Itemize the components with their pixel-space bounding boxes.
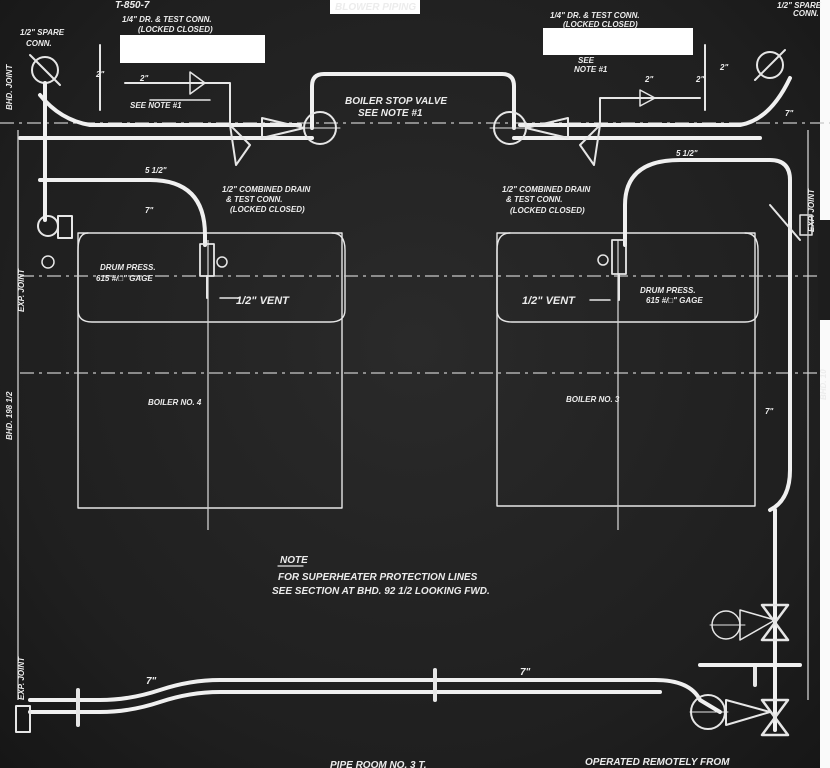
size-7-right-mid: 7" — [765, 407, 773, 416]
note-line-2: SEE SECTION AT BHD. 92 1/2 LOOKING FWD. — [272, 586, 490, 597]
stop-valve-left — [261, 111, 341, 145]
redaction-box-left — [120, 35, 265, 63]
size-7-bottom-mid: 7" — [520, 667, 531, 678]
size-2-c: 2" — [644, 75, 653, 84]
see-note-right-1: SEE — [578, 56, 595, 65]
drain-valve-left — [229, 124, 251, 166]
redaction-box-right — [543, 28, 693, 55]
vent-right — [589, 239, 627, 301]
remote-valves-right — [689, 508, 802, 737]
boiler-stop-valve-label: BOILER STOP VALVE — [345, 96, 447, 107]
combined-drain-left-3: (LOCKED CLOSED) — [230, 205, 305, 214]
small-line-left — [99, 44, 231, 126]
size-5-left: 5 1/2" — [145, 166, 167, 175]
boiler-3-label: BOILER NO. 3 — [566, 395, 620, 404]
note-title: NOTE — [280, 555, 308, 566]
blower-piping-label: BLOWER PIPING — [335, 2, 416, 13]
size-7-left-top: 7" — [145, 206, 153, 215]
bottom-left-caption: PIPE ROOM NO. 3 T. — [330, 760, 427, 768]
spare-conn-right-label-2: CONN. — [793, 9, 819, 18]
exp-joint-left-top-label: EXP. JOINT — [17, 268, 26, 312]
small-line-right — [599, 44, 706, 126]
dr-test-left-label: 1/4" DR. & TEST CONN. — [122, 15, 212, 24]
redaction-box-top — [330, 0, 420, 14]
size-7-right-top: 7" — [785, 109, 793, 118]
drum-press-right-1: DRUM PRESS. — [640, 286, 696, 295]
exp-joint-right — [769, 130, 813, 700]
exp-joint-left — [17, 130, 73, 700]
drum-press-right-2: 615 #/□" GAGE — [646, 296, 703, 305]
combined-drain-right-2: & TEST CONN. — [506, 195, 562, 204]
drum-press-left-1: DRUM PRESS. — [100, 263, 156, 272]
boiler-4-label: BOILER NO. 4 — [148, 398, 202, 407]
size-2-a: 2" — [95, 70, 104, 79]
combined-drain-left-1: 1/2" COMBINED DRAIN — [222, 185, 310, 194]
exp-joint-left-bottom-label: EXP. JOINT — [17, 656, 26, 700]
stop-valve-right — [489, 111, 569, 145]
bhd-left-top-label: BHD. JOINT — [5, 64, 14, 110]
note-line-1: FOR SUPERHEATER PROTECTION LINES — [278, 572, 478, 583]
combined-drain-right-1: 1/2" COMBINED DRAIN — [502, 185, 590, 194]
spare-conn-left-label: 1/2" SPARE — [20, 28, 65, 37]
boiler-stop-valve-note: SEE NOTE #1 — [358, 108, 423, 119]
dr-test-right-label-2: (LOCKED CLOSED) — [563, 20, 638, 29]
vent-right-label: 1/2" VENT — [522, 295, 576, 307]
size-2-b: 2" — [139, 74, 148, 83]
spare-conn-right-label: 1/2" SPARE — [777, 1, 822, 10]
size-2-e: 2" — [695, 75, 704, 84]
bhd-right-label: BHD. 10 — [819, 369, 828, 400]
dr-test-left-label-2: (LOCKED CLOSED) — [138, 25, 213, 34]
size-5-right: 5 1/2" — [676, 149, 698, 158]
riser-left — [38, 178, 207, 247]
bottom-right-caption: OPERATED REMOTELY FROM — [585, 757, 730, 768]
boiler-3-outline — [496, 232, 759, 530]
combined-drain-left-2: & TEST CONN. — [226, 195, 282, 204]
bhd-left-label: BHD. 198 1/2 — [5, 391, 14, 440]
exp-joint-right-label: EXP. JOINT — [807, 188, 816, 232]
scan-edge-tab — [818, 220, 830, 320]
drain-valve-right — [579, 124, 601, 166]
dr-test-right-label: 1/4" DR. & TEST CONN. — [550, 11, 640, 20]
see-note-left: SEE NOTE #1 — [130, 101, 182, 110]
size-2-d: 2" — [719, 63, 728, 72]
spare-conn-left — [29, 54, 61, 182]
bottom-pipeline — [15, 663, 757, 733]
top-left-fragment: T-850-7 — [115, 0, 150, 11]
scan-edge-right — [820, 0, 830, 768]
size-7-bottom-left: 7" — [146, 676, 157, 687]
riser-right — [623, 158, 792, 512]
vent-left — [199, 243, 241, 299]
drum-press-left-2: 615 #/□" GAGE — [96, 274, 153, 283]
spare-conn-right — [754, 49, 786, 81]
spare-conn-left-label-2: CONN. — [26, 39, 52, 48]
see-note-right-2: NOTE #1 — [574, 65, 608, 74]
vent-left-label: 1/2" VENT — [236, 295, 290, 307]
combined-drain-right-3: (LOCKED CLOSED) — [510, 206, 585, 215]
